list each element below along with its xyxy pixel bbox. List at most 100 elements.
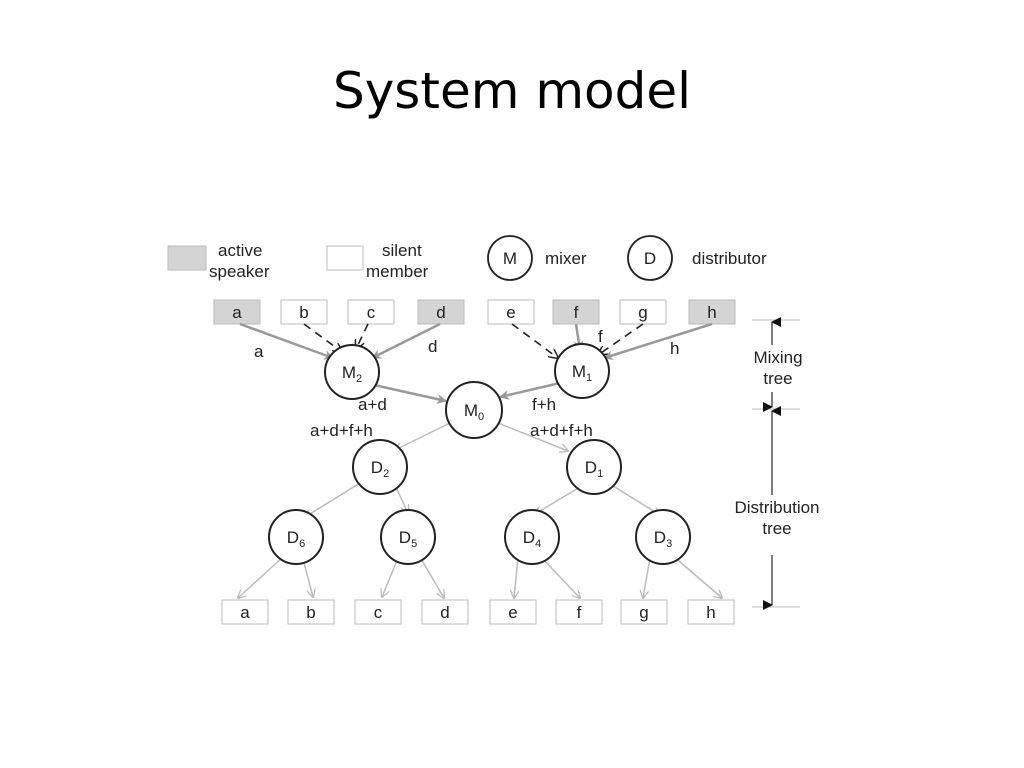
member-box-g-bottom [620, 599, 668, 625]
label-m2-to-m0: a+d [358, 395, 387, 414]
legend-mixer-symbol: M [503, 249, 517, 268]
member-box-g-top [619, 299, 667, 325]
legend-mixer-label: mixer [545, 249, 587, 268]
member-box-d-bottom [421, 599, 469, 625]
member-box-c-bottom [354, 599, 402, 625]
legend-silent-label-line2: member [366, 262, 429, 281]
mixer-node-m2 [324, 344, 380, 400]
edge-h-to-m1 [603, 322, 713, 361]
member-box-c-top [347, 299, 395, 325]
member-label-a-top: a [232, 303, 242, 322]
member-box-a-bottom [221, 599, 269, 625]
member-box-b-bottom [287, 599, 335, 625]
member-label-e-top: e [506, 303, 515, 322]
member-label-g-bottom: g [639, 603, 648, 622]
member-label-d-top: d [436, 303, 445, 322]
mixer-nodes: M2 M1 M0 [324, 343, 610, 439]
tree-brackets: Mixing tree Distribution tree [734, 317, 820, 610]
mixer-node-m0 [445, 381, 503, 439]
legend-active-label-line2: speaker [209, 262, 270, 281]
label-m0-to-d2: a+d+f+h [310, 421, 373, 440]
legend-silent-swatch [326, 245, 364, 271]
edge-d2-to-d6 [305, 482, 361, 517]
edge-d5-to-c [382, 557, 399, 597]
mixer-node-m1 [554, 343, 610, 399]
member-label-f-top: f [574, 303, 579, 322]
edge-d1-to-d3 [609, 483, 660, 515]
label-h-to-m1: h [670, 339, 679, 358]
member-box-e-top [487, 299, 535, 325]
edge-d3-to-h [671, 554, 722, 598]
member-label-f-bottom: f [577, 603, 582, 622]
member-box-e-bottom [489, 599, 537, 625]
distributor-label-d5: D5 [399, 528, 417, 550]
member-box-d-top [417, 299, 465, 325]
member-label-h-top: h [707, 303, 716, 322]
member-label-d-bottom: d [440, 603, 449, 622]
distributor-label-d1: D1 [585, 458, 603, 480]
mixing-tree-label-line1: Mixing [753, 348, 802, 367]
edge-d2-to-d5 [394, 484, 408, 513]
distributor-label-d3: D3 [654, 528, 672, 550]
distribution-edges [238, 422, 722, 598]
distributor-node-d6 [268, 509, 324, 565]
member-box-h-bottom [687, 599, 735, 625]
member-label-c-bottom: c [374, 603, 383, 622]
edge-d6-to-a [238, 556, 284, 598]
distributor-label-d6: D6 [287, 528, 305, 550]
edge-a-to-m2 [239, 322, 334, 360]
distributor-node-d3 [635, 509, 691, 565]
distributor-node-d5 [380, 509, 436, 565]
member-label-a-bottom: a [240, 603, 250, 622]
bottom-members: a b c d e f g h [221, 599, 735, 625]
member-label-e-bottom: e [508, 603, 517, 622]
edge-labels: a d f h a+d f+h a+d+f+h a+d+f+h [254, 327, 679, 440]
edge-b-to-m2 [303, 323, 342, 352]
legend-silent-label-line1: silent [382, 241, 422, 260]
edge-m0-to-d2 [395, 422, 451, 450]
distributor-node-d1 [566, 439, 622, 495]
page-title: System model [332, 62, 692, 120]
distributor-node-d2 [352, 439, 408, 495]
mixer-label-m0: M0 [464, 401, 484, 423]
edge-d4-to-f [539, 555, 580, 598]
legend-active-swatch [167, 245, 207, 271]
member-label-c-top: c [367, 303, 376, 322]
member-box-a-top [213, 299, 261, 325]
edge-m0-to-d1 [497, 422, 568, 451]
legend-distributor-symbol: D [644, 249, 656, 268]
edge-d4-to-e [514, 557, 518, 598]
distributor-label-d2: D2 [371, 458, 389, 480]
member-label-g-top: g [638, 303, 647, 322]
distributor-nodes: D2 D1 D6 D5 D4 D3 [268, 439, 691, 565]
edge-m2-to-m0 [373, 383, 447, 404]
legend-mixer-circle [487, 235, 533, 281]
edge-d3-to-g [643, 557, 651, 598]
legend-active-label-line1: active [218, 241, 262, 260]
distributor-label-d4: D4 [523, 528, 541, 550]
edge-e-to-m1 [511, 323, 558, 358]
member-box-h-top [688, 299, 736, 325]
mixing-edges [239, 322, 713, 404]
legend: active speaker silent member M mixer D d… [167, 235, 767, 281]
member-box-f-bottom [555, 599, 603, 625]
distribution-tree-label-line1: Distribution [734, 498, 819, 517]
label-d-to-m2: d [428, 337, 437, 356]
label-m1-to-m0: f+h [532, 395, 556, 414]
legend-distributor-circle [627, 235, 673, 281]
member-label-b-bottom: b [306, 603, 315, 622]
label-m0-to-d1: a+d+f+h [530, 421, 593, 440]
edge-d-to-m2 [371, 322, 441, 360]
member-label-b-top: b [299, 303, 308, 322]
label-f-to-m1: f [598, 327, 603, 346]
edge-g-to-m1 [598, 323, 644, 355]
edge-m1-to-m0 [499, 381, 561, 400]
mixer-label-m2: M2 [342, 363, 362, 385]
member-label-h-bottom: h [706, 603, 715, 622]
distributor-node-d4 [504, 509, 560, 565]
legend-distributor-label: distributor [692, 249, 767, 268]
distribution-tree-label-line2: tree [762, 519, 791, 538]
edge-c-to-m2 [356, 323, 369, 349]
edge-d5-to-d [419, 556, 444, 598]
